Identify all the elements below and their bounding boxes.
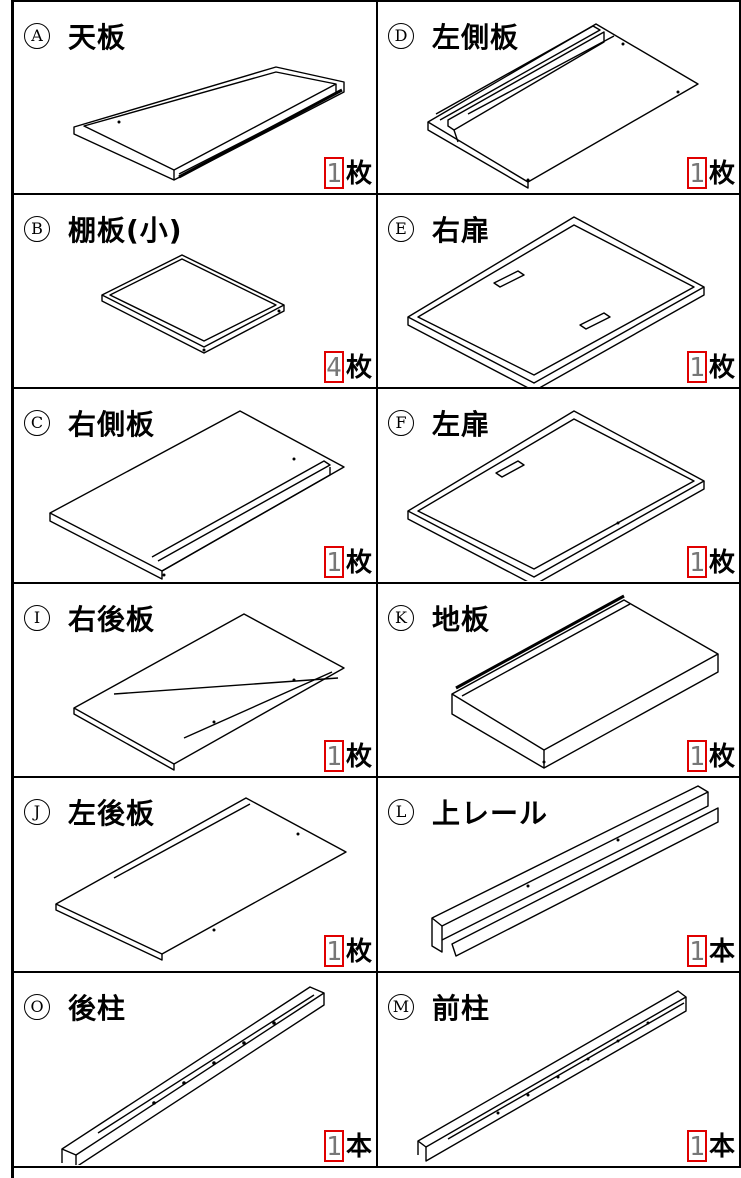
- part-letter: M: [388, 993, 414, 1020]
- quantity: 1 本: [686, 1129, 735, 1162]
- left-side-panel-icon: [427, 23, 699, 189]
- upper-rail-icon: [431, 785, 719, 958]
- part-cell: E 右扉 1 枚: [378, 194, 741, 390]
- part-name: 左後板: [68, 797, 156, 831]
- right-side-panel-icon: [49, 410, 345, 580]
- part-header: O 後柱: [24, 987, 126, 1027]
- quantity-unit: 枚: [708, 547, 735, 578]
- part-letter: E: [388, 215, 414, 242]
- part-cell: M 前柱 1 本: [378, 972, 741, 1168]
- quantity-unit: 本: [345, 1131, 372, 1162]
- part-letter: A: [24, 23, 50, 49]
- part-name: 棚板(小): [68, 213, 183, 247]
- left-back-panel-icon: [55, 797, 347, 962]
- parts-grid: A 天板 1 枚 D 左側板: [14, 0, 741, 1168]
- part-header: F 左扉: [388, 403, 490, 443]
- part-name: 右後板: [68, 602, 156, 636]
- part-cell: F 左扉 1 枚: [378, 389, 741, 584]
- quantity-unit: 枚: [345, 936, 372, 967]
- part-letter: O: [24, 993, 50, 1020]
- part-name: 地板: [432, 602, 491, 636]
- part-header: K 地板: [388, 598, 490, 638]
- quantity-count: 1: [686, 934, 707, 967]
- quantity-unit: 枚: [708, 353, 735, 384]
- quantity: 1 本: [323, 1129, 372, 1162]
- part-name: 左側板: [432, 21, 520, 54]
- quantity: 1 枚: [323, 545, 372, 578]
- part-cell: B 棚板(小) 4 枚: [14, 194, 378, 390]
- part-header: M 前柱: [388, 987, 490, 1027]
- quantity: 1 枚: [323, 156, 372, 189]
- quantity-count: 1: [323, 1129, 344, 1162]
- shelf-small-icon: [101, 253, 285, 354]
- rear-post-icon: [61, 986, 325, 1165]
- quantity-count: 1: [323, 545, 344, 578]
- front-post-icon: [417, 990, 687, 1162]
- right-door-icon: [407, 215, 705, 387]
- quantity-count: 1: [686, 740, 707, 773]
- part-header: C 右側板: [24, 403, 155, 443]
- quantity: 1 枚: [686, 156, 735, 189]
- quantity: 4 枚: [323, 351, 372, 384]
- quantity-unit: 枚: [345, 547, 372, 578]
- part-name: 天板: [68, 21, 127, 54]
- quantity-count: 1: [686, 351, 707, 384]
- part-cell: D 左側板 1 枚: [378, 0, 741, 195]
- part-cell: I 右後板 1 枚: [14, 583, 378, 779]
- part-cell: A 天板 1 枚: [14, 0, 378, 195]
- part-header: D 左側板: [388, 16, 519, 56]
- quantity: 1 枚: [323, 740, 372, 773]
- quantity: 1 枚: [686, 545, 735, 578]
- quantity-unit: 枚: [345, 353, 372, 384]
- part-header: L 上レール: [388, 792, 548, 832]
- part-letter: F: [388, 410, 414, 437]
- quantity-count: 1: [323, 934, 344, 967]
- right-back-panel-icon: [73, 613, 345, 771]
- bottom-panel-icon: [451, 594, 719, 769]
- part-header: E 右扉: [388, 209, 490, 249]
- quantity-count: 4: [323, 351, 344, 384]
- quantity-count: 1: [686, 545, 707, 578]
- parts-list-sheet: A 天板 1 枚 D 左側板: [11, 0, 741, 1178]
- part-name: 上レール: [432, 797, 549, 831]
- part-cell: O 後柱 1 本: [14, 972, 378, 1168]
- part-cell: J 左後板 1 枚: [14, 778, 378, 973]
- part-cell: C 右側板 1 枚: [14, 389, 378, 584]
- part-letter: D: [388, 23, 414, 49]
- part-letter: B: [24, 215, 50, 242]
- part-cell: L 上レール 1 本: [378, 778, 741, 973]
- part-name: 右側板: [68, 408, 156, 442]
- quantity-unit: 枚: [708, 158, 735, 189]
- part-letter: K: [388, 604, 414, 631]
- quantity: 1 枚: [686, 740, 735, 773]
- part-name: 左扉: [432, 408, 491, 442]
- part-name: 右扉: [432, 213, 491, 247]
- quantity-count: 1: [686, 156, 707, 189]
- quantity-unit: 枚: [345, 742, 372, 773]
- quantity-unit: 枚: [708, 742, 735, 773]
- part-letter: J: [24, 799, 50, 826]
- quantity: 1 枚: [686, 351, 735, 384]
- quantity-count: 1: [323, 156, 344, 189]
- part-header: I 右後板: [24, 598, 155, 638]
- quantity-count: 1: [323, 740, 344, 773]
- left-door-icon: [407, 410, 705, 582]
- part-header: B 棚板(小): [24, 209, 183, 249]
- quantity-unit: 枚: [345, 158, 372, 189]
- quantity: 1 枚: [323, 934, 372, 967]
- quantity-unit: 本: [708, 936, 735, 967]
- part-letter: C: [24, 410, 50, 437]
- quantity-unit: 本: [708, 1131, 735, 1162]
- part-header: J 左後板: [24, 792, 155, 832]
- part-header: A 天板: [24, 16, 126, 56]
- quantity-count: 1: [686, 1129, 707, 1162]
- part-letter: I: [24, 604, 50, 631]
- part-letter: L: [388, 799, 414, 826]
- part-name: 後柱: [68, 991, 127, 1025]
- part-cell: K 地板 1 枚: [378, 583, 741, 779]
- part-name: 前柱: [432, 991, 491, 1025]
- top-panel-icon: [73, 66, 345, 181]
- quantity: 1 本: [686, 934, 735, 967]
